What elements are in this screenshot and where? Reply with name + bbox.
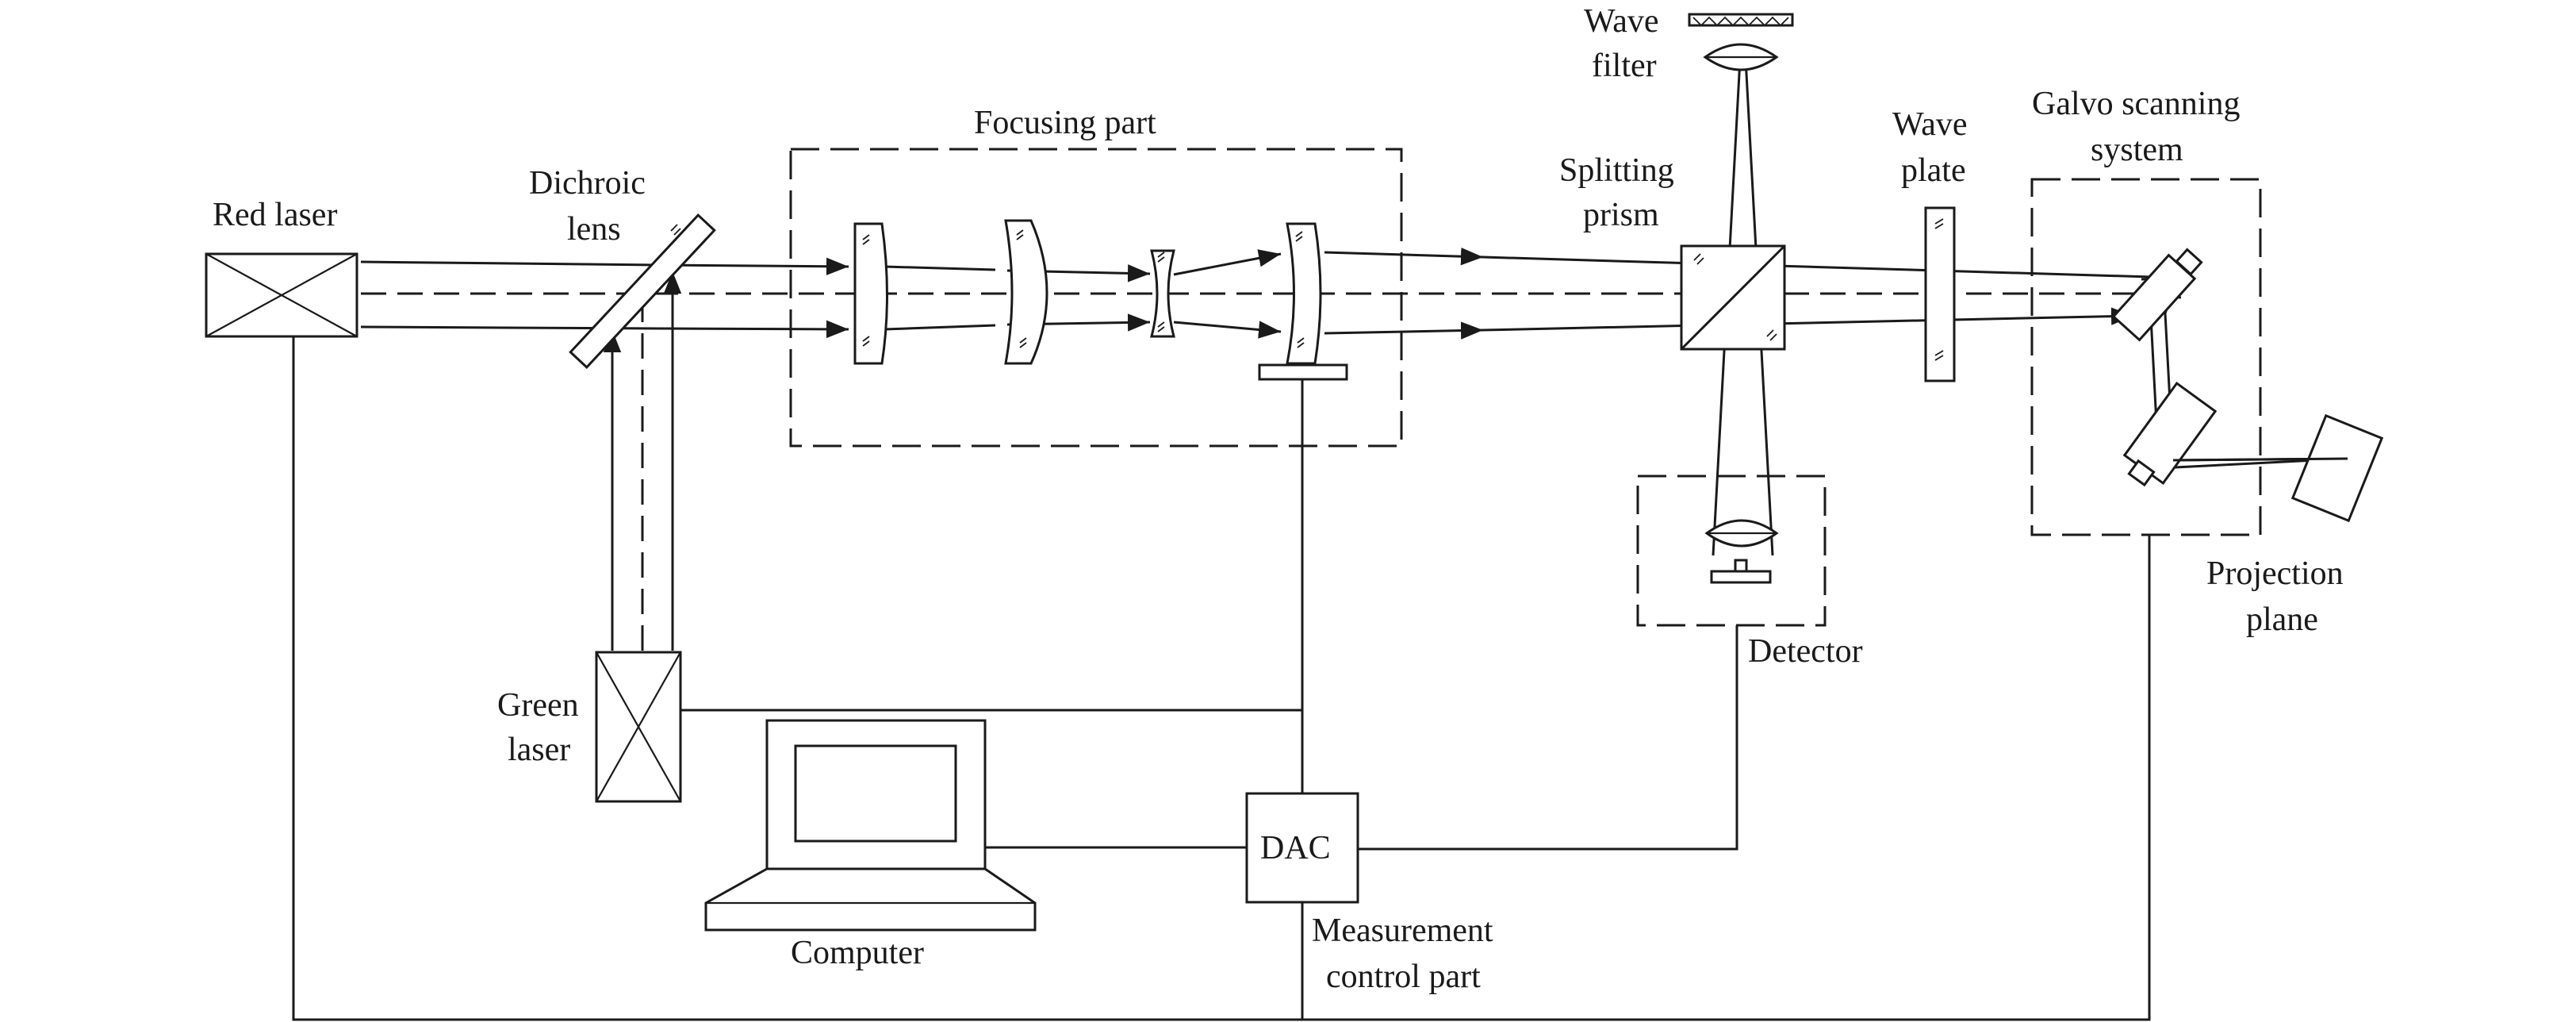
beam-lower [360,307,2134,340]
detector-label: Detector [1748,633,1863,670]
wave-filter-label-line1: Wave [1584,3,1659,40]
green-laser-label-line2: laser [508,732,570,768]
splitting-prism [1680,244,1786,351]
projection-plane [2172,413,2384,523]
galvo-scanning-system-label-line1: Galvo scanning [2032,86,2240,122]
wave-filter-label-line2: filter [1592,48,1657,84]
projection-plane-label-line2: plane [2246,601,2318,638]
focusing-lens-1 [853,222,888,365]
computer-label: Computer [791,935,924,971]
galvo-scanning-system-box [2030,178,2262,536]
beam-upper [360,247,2178,286]
detector-box [1636,474,1827,627]
focusing-part-label: Focusing part [974,105,1156,141]
green-laser-box [595,651,682,803]
galvo-scanning-system-label-line2: system [2091,132,2183,168]
computer-icon [704,719,1037,932]
dichroic-lens-label-line2: lens [567,211,621,248]
dac-label: DAC [1260,830,1331,866]
splitting-prism-label-line2: prism [1583,197,1659,233]
detector [1704,519,1779,584]
red-laser-label: Red laser [213,197,337,233]
focusing-lens-3-concave [1150,249,1175,338]
wave-plate-label-line2: plate [1901,152,1966,189]
measurement-control-part-label-line2: control part [1326,959,1481,995]
dichroic-lens-label-line1: Dichroic [529,165,646,202]
galvo-mirror-2 [2122,381,2218,487]
wave-plate-label-line1: Wave [1892,106,1968,143]
focusing-part-box [789,148,1403,448]
splitting-prism-label-line1: Splitting [1559,152,1674,189]
focusing-lens-4-movable [1258,222,1348,381]
control-wiring [292,336,2151,1021]
measurement-control-part-label-line1: Measurement [1312,912,1493,949]
wave-filter [1688,13,1794,71]
green-laser-beams [603,271,682,651]
projection-plane-label-line1: Projection [2206,555,2344,592]
dichroic-lens-mirror [569,213,716,369]
wave-plate [1924,206,1956,382]
galvo-mirror-1 [2111,248,2203,342]
focusing-lens-2 [1004,219,1048,365]
red-laser-box [205,252,358,338]
green-laser-label-line1: Green [497,687,579,724]
